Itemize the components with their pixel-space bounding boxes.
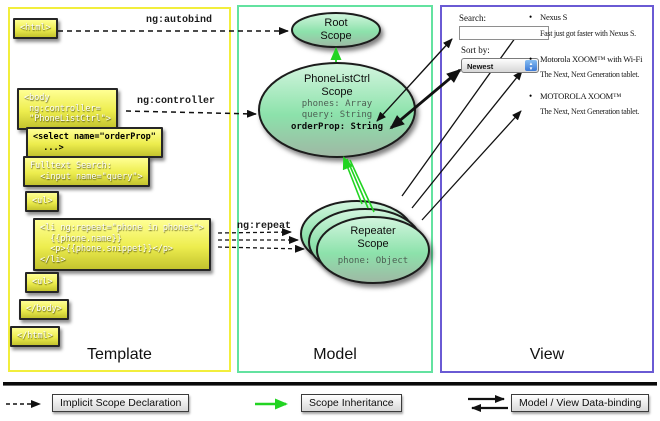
inheritance-arrow-repeater-3: [349, 159, 375, 213]
view-panel-title: View: [529, 346, 565, 363]
phone-item-name: Motorola XOOM™ with Wi-Fi: [540, 54, 643, 64]
phone-item-desc: Fast just got faster with Nexus S.: [540, 29, 636, 38]
repeat-arrow-3: [217, 244, 305, 253]
code-fulltext-search: Fulltext Search: <input name="query">: [23, 156, 150, 188]
bullet-icon: •: [529, 12, 533, 22]
phone-item-name: MOTOROLA XOOM™: [540, 91, 622, 101]
sort-by-label: Sort by:: [461, 45, 490, 55]
phonelistctrl-scope-props: phones: Array query: String: [301, 99, 373, 121]
repeater-scope-label: Repeater Scope: [350, 225, 396, 250]
repeat-arrow-1: [217, 228, 292, 237]
code-ul-close: <ul>: [25, 272, 60, 293]
phone-item-name: Nexus S: [540, 12, 568, 22]
phonelistctrl-scope-label: PhoneListCtrl Scope: [303, 73, 371, 98]
search-input[interactable]: [459, 26, 549, 40]
dropdown-stepper-icon[interactable]: ▲▼: [525, 60, 537, 71]
code-li-repeat: <li ng:repeat="phone in phones"> {{phone…: [33, 218, 211, 271]
template-panel-title: Template: [87, 346, 152, 363]
code-html-close: </html>: [10, 326, 60, 347]
label-ng-autobind: ng:autobind: [146, 15, 213, 26]
controller-arrow: [125, 109, 257, 118]
databinding-arrow-item-2: [411, 70, 523, 209]
code-html-open: <html>: [13, 18, 58, 39]
legend-implicit-scope-declaration: Implicit Scope Declaration: [52, 394, 190, 412]
databinding-arrow-item-3: [421, 110, 522, 221]
code-body-open: <body ng:controller= "PhoneListCtrl">: [17, 88, 118, 130]
inheritance-arrow-repeater-2: [346, 158, 369, 209]
bullet-icon: •: [529, 91, 533, 101]
root-scope-label: Root Scope: [320, 17, 352, 42]
code-ul-open: <ul>: [25, 191, 60, 212]
legend-model-view-databinding: Model / View Data-binding: [511, 394, 650, 412]
search-label: Search:: [459, 13, 486, 23]
phone-item-desc: The Next, Next Generation tablet.: [540, 107, 639, 116]
databinding-arrow-orderprop: [389, 68, 462, 130]
inheritance-arrow-repeater-1: [342, 156, 363, 205]
code-body-close: </body>: [19, 299, 69, 320]
legend-scope-inheritance: Scope Inheritance: [301, 394, 402, 412]
model-panel-title: Model: [313, 346, 357, 363]
sort-dropdown-value: Newest: [467, 62, 494, 71]
legend-separator: [3, 382, 657, 386]
phonelistctrl-scope-orderprop: orderProp: String: [290, 122, 384, 132]
code-select-orderprop: <select name="orderProp" ...>: [26, 127, 163, 159]
databinding-arrow-item-1: [401, 26, 524, 197]
phone-item-desc: The Next, Next Generation tablet.: [540, 70, 639, 79]
sort-dropdown[interactable]: Newest ▲▼: [461, 58, 539, 73]
bullet-icon: •: [529, 54, 533, 64]
label-ng-repeat: ng:repeat: [237, 221, 292, 232]
repeater-scope-prop: phone: Object: [337, 256, 409, 266]
label-ng-controller: ng:controller: [137, 96, 216, 107]
repeater-scope-ellipse-front: [316, 216, 430, 284]
